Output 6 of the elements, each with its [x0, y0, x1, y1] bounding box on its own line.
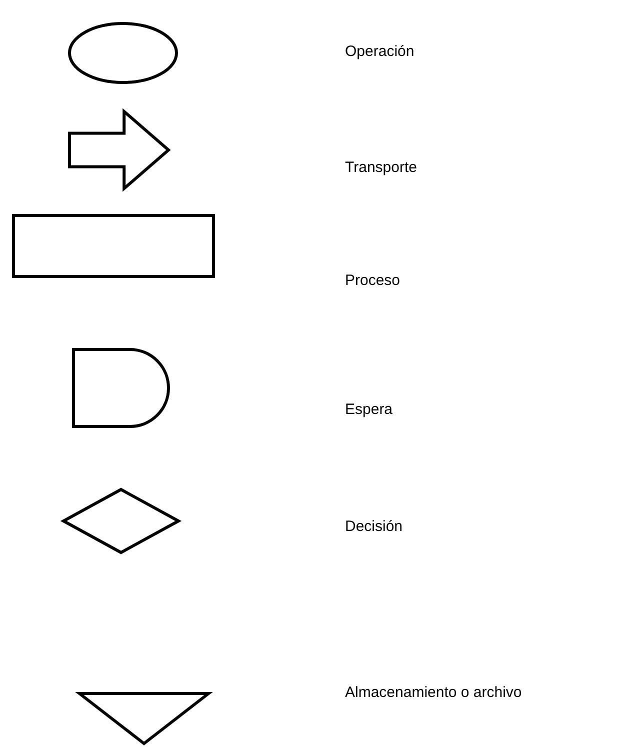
symbol-label: Espera	[345, 401, 393, 418]
symbol-label: Almacenamiento o archivo	[345, 684, 522, 701]
symbol-label: Transporte	[345, 159, 417, 176]
symbol-label: Operación	[345, 43, 414, 60]
symbol-label: Proceso	[345, 272, 400, 289]
symbol-label: Decisión	[345, 518, 403, 535]
